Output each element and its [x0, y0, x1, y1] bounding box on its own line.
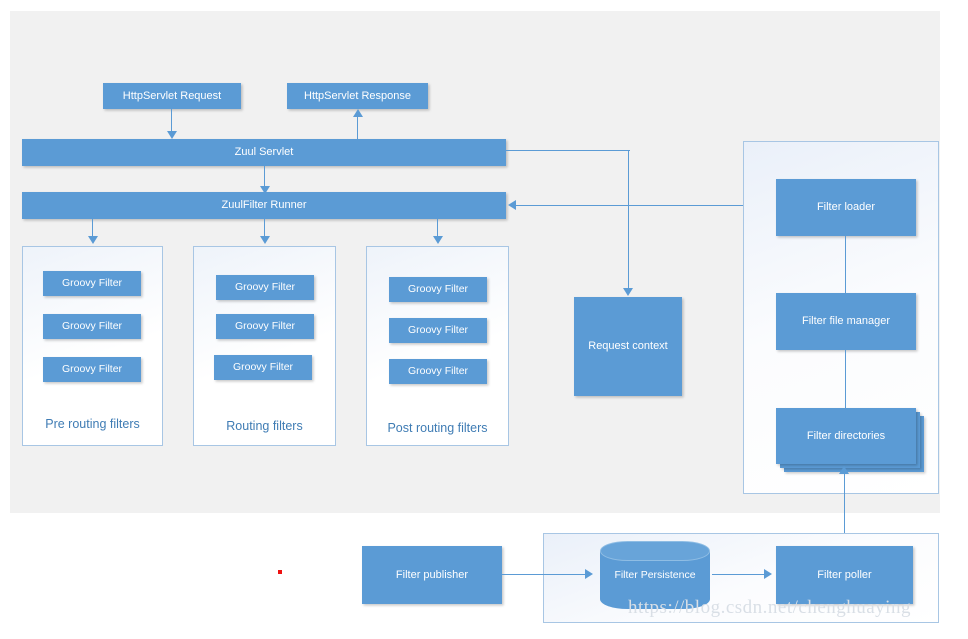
filter-management-panel: Filter loader Filter file manager Filter…: [743, 141, 939, 494]
post-groovy-filter-2[interactable]: Groovy Filter: [389, 318, 487, 343]
filter-persistence-label: Filter Persistence: [614, 569, 696, 581]
httpservlet-request-box[interactable]: HttpServlet Request: [103, 83, 241, 109]
connector-runner-to-post-group: [437, 219, 439, 239]
connector-loader-to-file-manager: [845, 236, 847, 293]
connector-runner-to-routing-group: [264, 219, 266, 239]
connector-poller-to-directories: [844, 473, 846, 545]
pre-routing-filters-group: Groovy Filter Groovy Filter Groovy Filte…: [22, 246, 163, 446]
arrowhead-servlet-to-response: [353, 109, 363, 117]
connector-runner-to-pre-group: [92, 219, 94, 239]
arrowhead-poller-to-directories: [839, 466, 849, 474]
filter-file-manager-box[interactable]: Filter file manager: [776, 293, 916, 350]
connector-servlet-to-context-vertical: [628, 150, 630, 290]
connector-request-to-servlet: [171, 109, 173, 133]
cylinder-top: [600, 541, 710, 561]
connector-servlet-to-runner: [264, 166, 266, 189]
arrowhead-runner-to-post-group: [433, 236, 443, 244]
connector-servlet-to-context-horizontal: [506, 150, 630, 152]
pre-routing-filters-label: Pre routing filters: [45, 417, 140, 431]
arrowhead-servlet-to-context: [623, 288, 633, 296]
connector-file-manager-to-directories: [845, 350, 847, 408]
filter-loader-box[interactable]: Filter loader: [776, 179, 916, 236]
zuulfilter-runner-bar[interactable]: ZuulFilter Runner: [22, 192, 506, 219]
zuul-servlet-bar[interactable]: Zuul Servlet: [22, 139, 506, 166]
arrowhead-servlet-to-runner: [260, 186, 270, 194]
arrowhead-runner-to-pre-group: [88, 236, 98, 244]
red-marker-dot: [278, 570, 282, 574]
connector-servlet-to-response: [357, 115, 359, 139]
arrowhead-publisher-to-persistence: [585, 569, 593, 579]
post-groovy-filter-1[interactable]: Groovy Filter: [389, 277, 487, 302]
pre-groovy-filter-3[interactable]: Groovy Filter: [43, 357, 141, 382]
post-routing-filters-group: Groovy Filter Groovy Filter Groovy Filte…: [366, 246, 509, 446]
post-groovy-filter-3[interactable]: Groovy Filter: [389, 359, 487, 384]
routing-groovy-filter-3[interactable]: Groovy Filter: [214, 355, 312, 380]
connector-publisher-to-persistence: [502, 574, 587, 576]
watermark-text: https://blog.csdn.net/chenghuaying: [628, 597, 911, 618]
routing-groovy-filter-1[interactable]: Groovy Filter: [216, 275, 314, 300]
post-routing-filters-label: Post routing filters: [387, 421, 488, 435]
routing-filters-label: Routing filters: [226, 419, 303, 433]
connector-loader-to-runner: [516, 205, 782, 207]
arrowhead-request-to-servlet: [167, 131, 177, 139]
arrowhead-persistence-to-poller: [764, 569, 772, 579]
routing-groovy-filter-2[interactable]: Groovy Filter: [216, 314, 314, 339]
arrowhead-loader-to-runner: [508, 200, 516, 210]
pre-groovy-filter-2[interactable]: Groovy Filter: [43, 314, 141, 339]
connector-persistence-to-poller: [712, 574, 766, 576]
arrowhead-runner-to-routing-group: [260, 236, 270, 244]
filter-poller-box[interactable]: Filter poller: [776, 546, 913, 604]
filter-directories-stack[interactable]: Filter directories: [776, 408, 924, 472]
filter-directories-box[interactable]: Filter directories: [776, 408, 916, 464]
httpservlet-response-box[interactable]: HttpServlet Response: [287, 83, 428, 109]
filter-publisher-box[interactable]: Filter publisher: [362, 546, 502, 604]
pre-groovy-filter-1[interactable]: Groovy Filter: [43, 271, 141, 296]
filter-persistence-cylinder[interactable]: Filter Persistence: [600, 541, 710, 609]
request-context-box[interactable]: Request context: [574, 297, 682, 396]
routing-filters-group: Groovy Filter Groovy Filter Groovy Filte…: [193, 246, 336, 446]
